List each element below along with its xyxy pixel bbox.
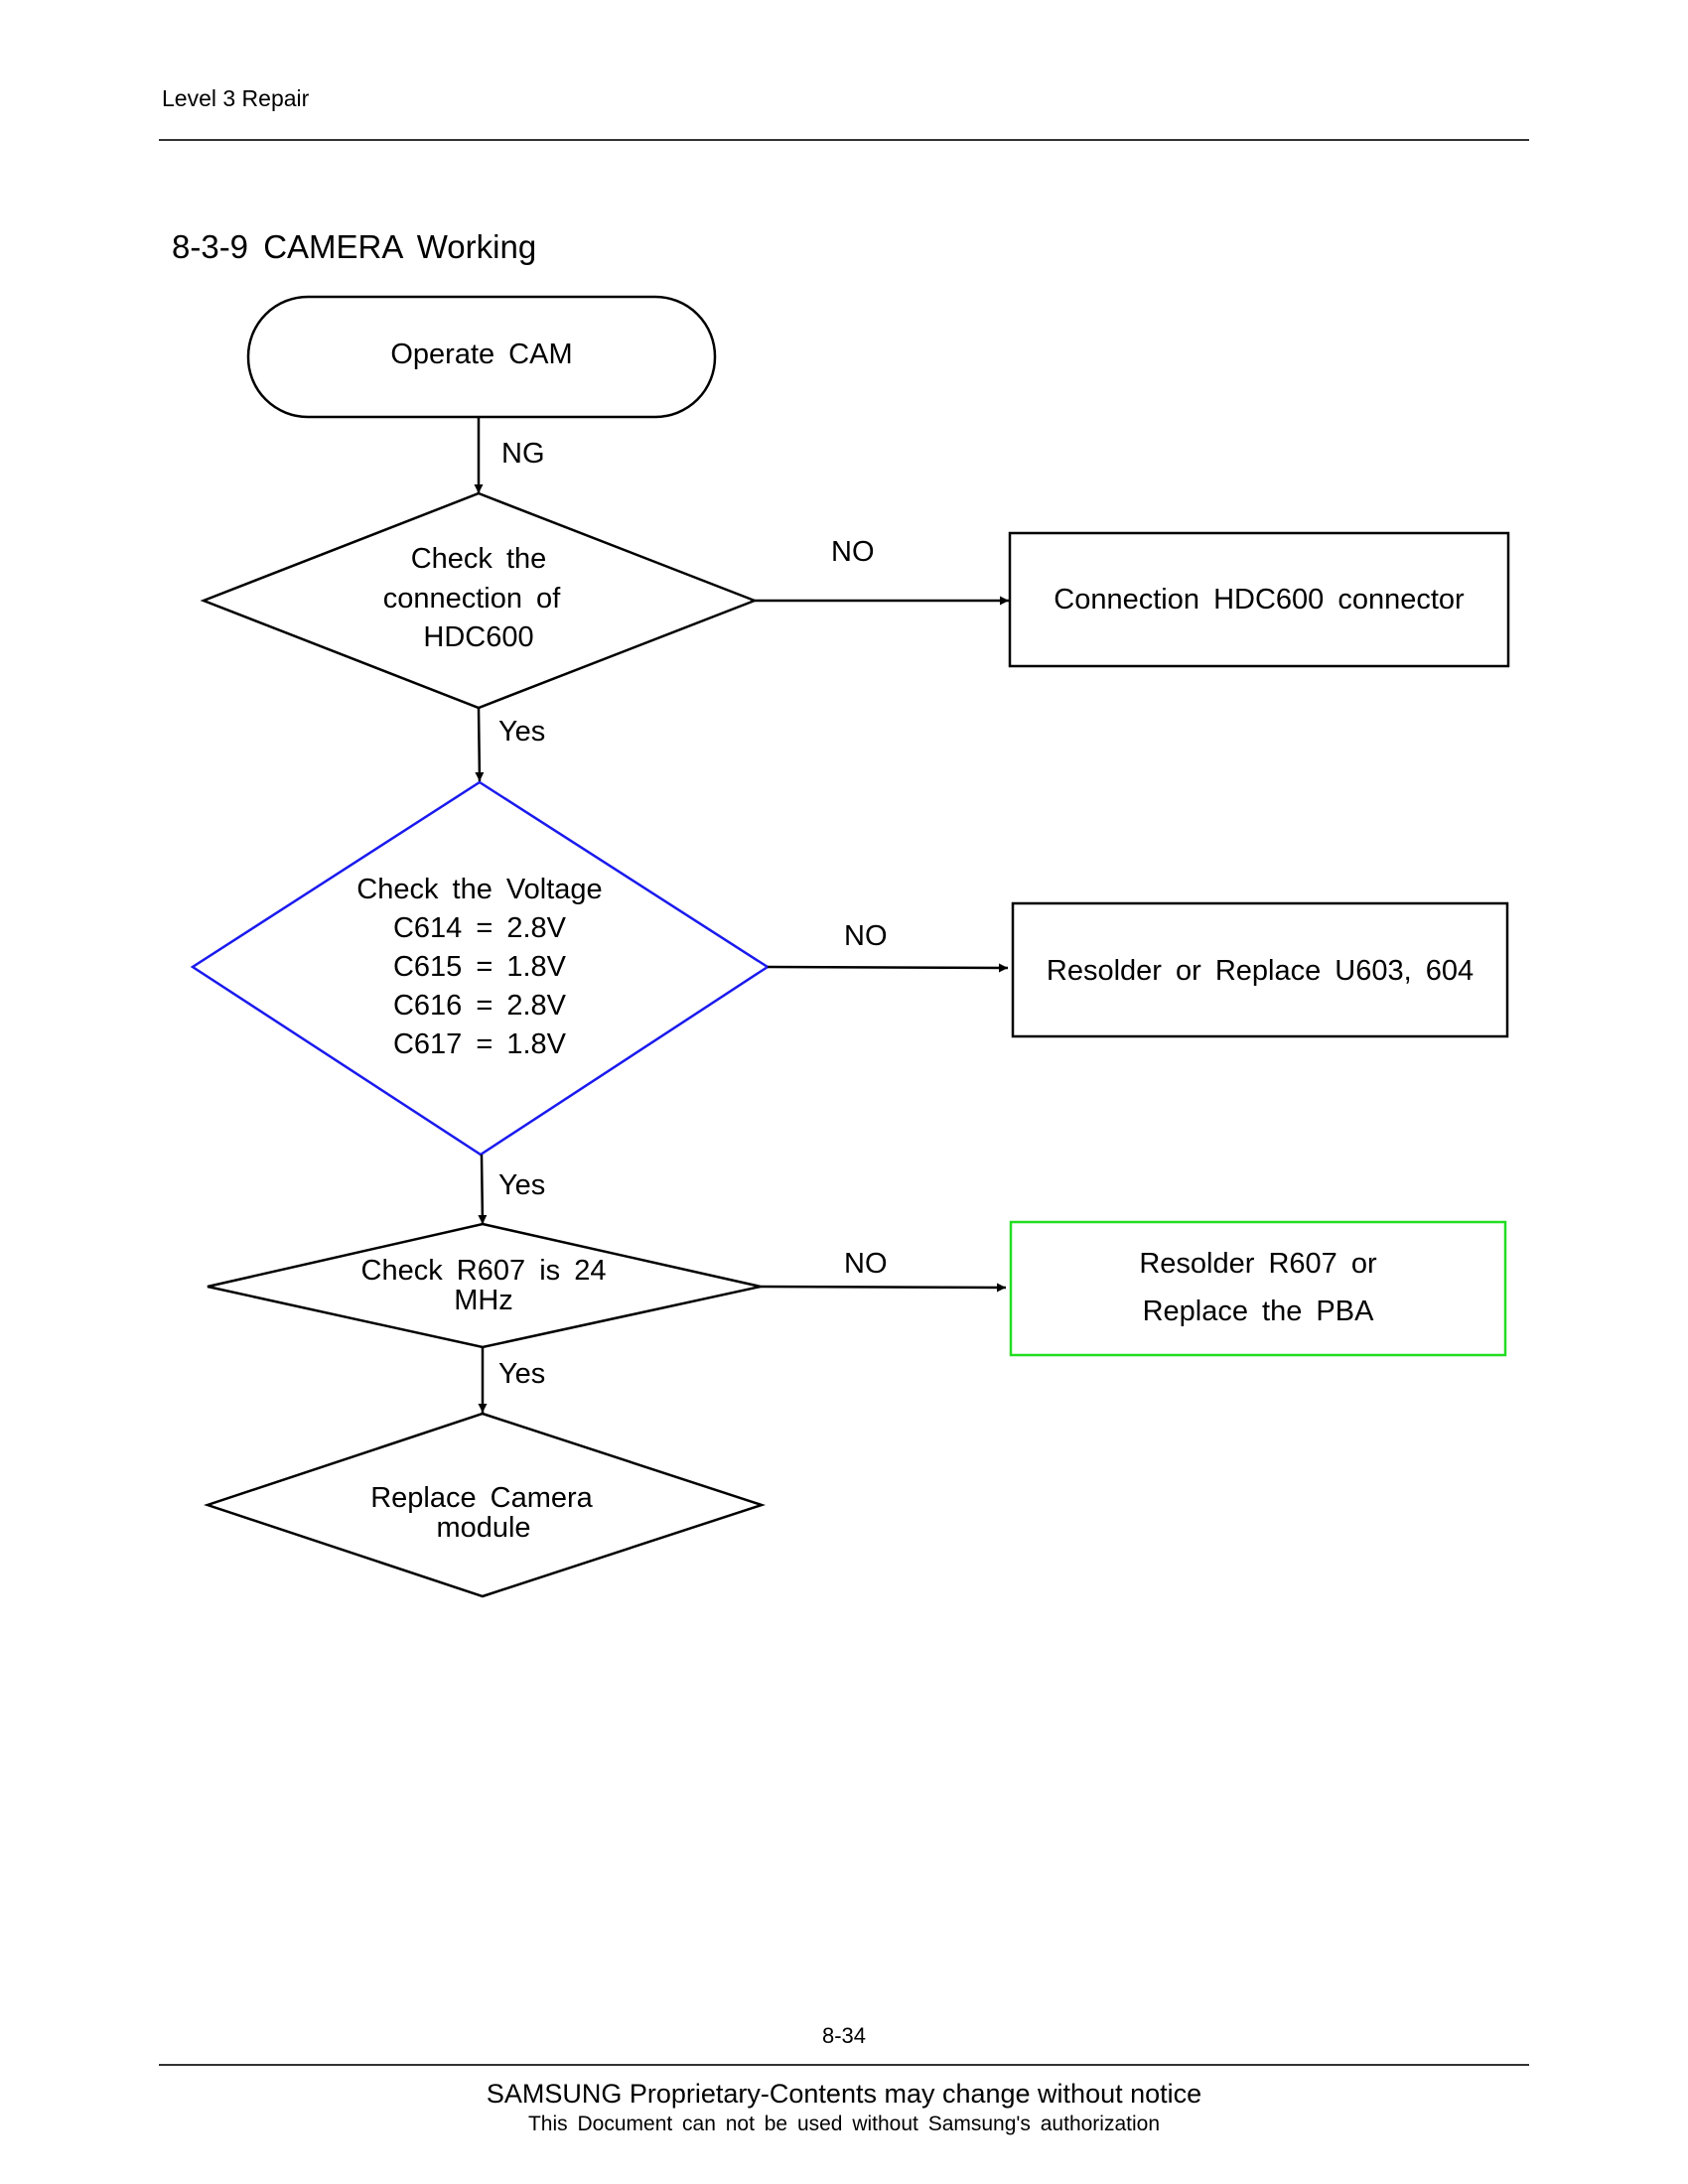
decision2-yes-label: Yes — [498, 1169, 545, 1201]
action3-line-1: Resolder R607 or — [1139, 1248, 1377, 1280]
decision3-node: Check R607 is 24 MHz — [207, 1222, 762, 1349]
action1-label: Connection HDC600 connector — [1054, 584, 1465, 615]
action1-node: Connection HDC600 connector — [1008, 531, 1510, 668]
footer-authorization-notice: This Document can not be used without Sa… — [527, 2113, 1161, 2135]
decision2-node: Check the Voltage C614 = 2.8V C615 = 1.8… — [190, 780, 771, 1157]
action1-shape — [1008, 531, 1510, 668]
arrow-decision1-yes — [475, 707, 485, 782]
decision2-no-label: NO — [844, 920, 888, 952]
start-node: Operate CAM — [246, 295, 717, 419]
action3-node: Resolder R607 or Replace the PBA — [1009, 1220, 1507, 1357]
action3-shape — [1009, 1220, 1507, 1357]
decision1-line-1: Check the — [411, 543, 547, 575]
end-line-2: module — [436, 1512, 530, 1544]
end-line-1: Replace Camera — [370, 1482, 593, 1514]
decision1-line-3: HDC600 — [423, 621, 533, 653]
decision3-line-2: MHz — [454, 1285, 513, 1316]
action3-line-2: Replace the PBA — [1143, 1296, 1375, 1327]
header-text: Level 3 Repair — [162, 85, 310, 111]
decision1-no-label: NO — [831, 536, 875, 568]
decision2-line-2: C614 = 2.8V — [393, 912, 567, 944]
edge-ng-label: NG — [501, 438, 545, 470]
decision3-no-label: NO — [844, 1248, 888, 1280]
arrow-decision3-no — [760, 1283, 1007, 1293]
decision1-node: Check the connection of HDC600 — [200, 491, 759, 710]
arrow-decision2-yes — [478, 1154, 488, 1225]
header-rule — [159, 139, 1529, 141]
decision1-line-2: connection of — [383, 583, 561, 614]
decision3-yes-label: Yes — [498, 1358, 545, 1390]
action2-label: Resolder or Replace U603, 604 — [1047, 955, 1474, 987]
section-title: 8-3-9 CAMERA Working — [172, 228, 537, 265]
decision2-line-4: C616 = 2.8V — [393, 990, 567, 1022]
decision2-shape — [190, 780, 771, 1157]
page-number: 8-34 — [821, 2023, 867, 2048]
start-label: Operate CAM — [390, 339, 572, 370]
arrow-decision2-no — [767, 963, 1009, 973]
decision2-line-5: C617 = 1.8V — [393, 1028, 567, 1060]
footer-proprietary-notice: SAMSUNG Proprietary-Contents may change … — [486, 2079, 1202, 2109]
action2-node: Resolder or Replace U603, 604 — [1011, 901, 1509, 1038]
action2-shape — [1011, 901, 1509, 1038]
decision3-line-1: Check R607 is 24 — [361, 1255, 607, 1287]
decision2-line-3: C615 = 1.8V — [393, 951, 567, 983]
decision1-yes-label: Yes — [498, 716, 545, 748]
decision2-line-1: Check the Voltage — [356, 874, 602, 905]
end-node: Replace Camera module — [204, 1412, 767, 1598]
footer-rule — [159, 2064, 1529, 2066]
